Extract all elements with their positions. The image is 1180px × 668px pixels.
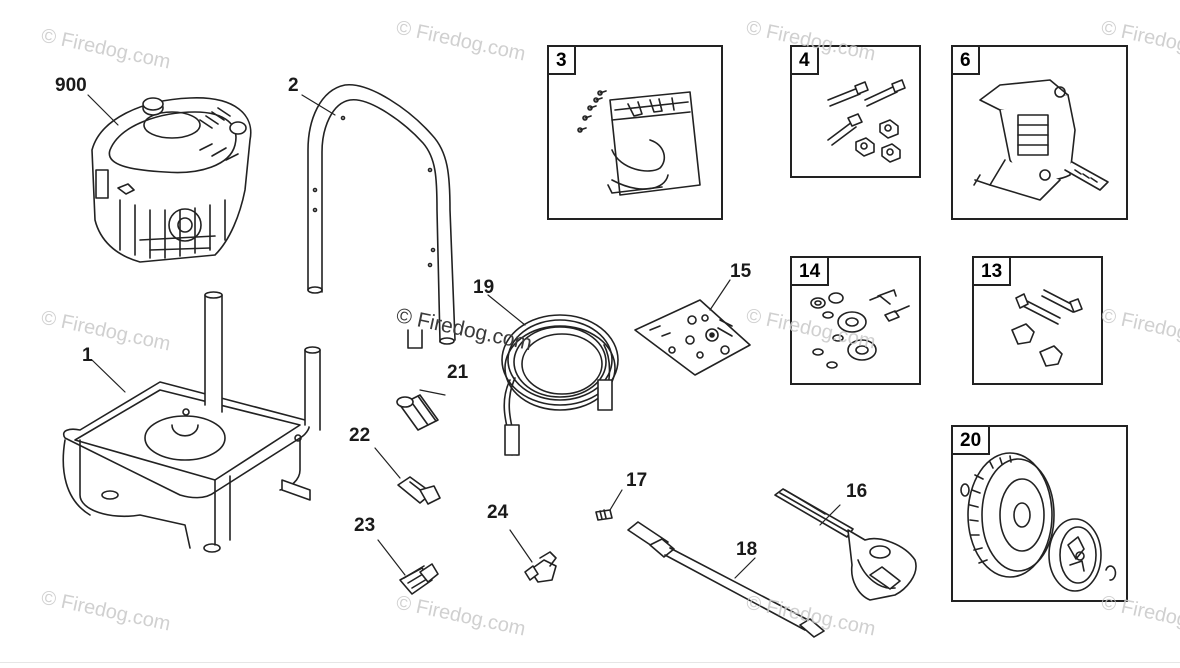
engine-drawing: [91, 97, 252, 263]
leader-lines: [87, 94, 526, 393]
kit-4-label: 4: [792, 47, 819, 75]
adapter-24-label: 24: [487, 502, 509, 523]
engine-label: 900: [55, 75, 87, 96]
kit-14-label: 14: [792, 258, 830, 286]
hose-label: 19: [473, 277, 495, 298]
adapter-22-label: 22: [349, 425, 371, 446]
decal-label: 15: [730, 261, 752, 282]
gun-drawing: [774, 488, 917, 601]
adapter-24-drawing: [509, 529, 557, 583]
kit-3-label: 3: [549, 47, 576, 75]
gun-label: 16: [846, 481, 868, 502]
decal-drawing: [634, 279, 751, 376]
wand-label: 18: [736, 539, 758, 560]
handle-drawing: [307, 84, 456, 349]
adapter-23-label: 23: [354, 515, 376, 536]
pump-box: 6: [951, 45, 1128, 220]
hose-drawing: [501, 314, 619, 456]
kit-13-box: 13: [972, 256, 1103, 385]
kit-3-box: 3: [547, 45, 723, 220]
adapter-22-drawing: [374, 447, 441, 505]
handle-label: 2: [288, 75, 299, 96]
nozzle-label: 17: [626, 470, 648, 491]
frame-label: 1: [82, 345, 93, 366]
pump-label: 6: [953, 47, 980, 75]
frame-drawing: [62, 291, 321, 553]
adapter-21-drawing: [396, 389, 446, 431]
adapter-21-label: 21: [447, 362, 469, 383]
wheel-box: 20: [951, 425, 1128, 602]
adapter-23-drawing: [377, 539, 439, 595]
bottom-divider: [0, 662, 1180, 663]
wand-drawing: [627, 521, 825, 638]
nozzle-drawing: [595, 489, 623, 521]
wheel-label: 20: [953, 427, 991, 455]
kit-4-box: 4: [790, 45, 921, 178]
kit-13-label: 13: [974, 258, 1012, 286]
